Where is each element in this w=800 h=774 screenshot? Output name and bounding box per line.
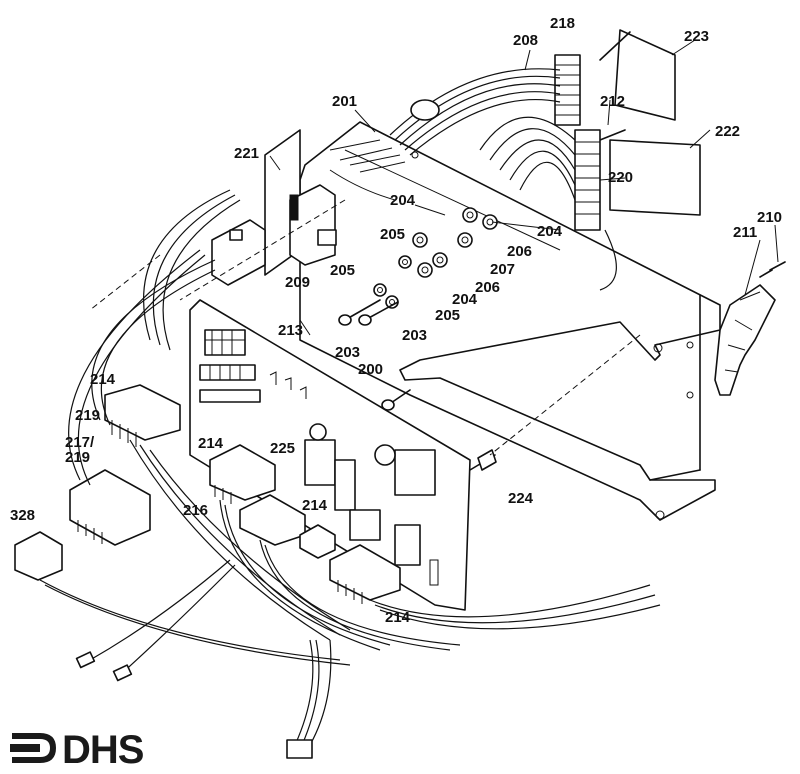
connector-214-small (299, 524, 336, 559)
label-203a: 203 (402, 327, 427, 344)
label-212: 212 (600, 93, 625, 110)
label-216: 216 (183, 502, 208, 519)
label-214b: 214 (198, 435, 224, 452)
screw-200 (381, 389, 411, 411)
label-200: 200 (358, 361, 383, 378)
label-221: 221 (234, 145, 259, 162)
label-204a: 204 (390, 192, 416, 209)
connector-214-lower (329, 544, 401, 604)
label-225: 225 (270, 440, 295, 457)
connector-328 (14, 531, 63, 581)
label-223: 223 (684, 28, 709, 45)
rear-panel-223 (599, 29, 676, 141)
connector-block-left (211, 219, 266, 286)
label-206b: 206 (475, 279, 500, 296)
label-204c: 204 (452, 291, 478, 308)
pcb-213 (189, 299, 471, 611)
label-220: 220 (608, 169, 633, 186)
label-211: 211 (733, 224, 757, 241)
screw-203b (358, 301, 399, 326)
label-205c: 205 (435, 307, 460, 324)
label-219a: 219 (75, 407, 100, 424)
side-bracket (714, 261, 786, 396)
label-213: 213 (278, 322, 303, 339)
spacer-224 (469, 449, 497, 471)
logo-arrow-icon (12, 733, 56, 763)
label-205a: 205 (380, 226, 405, 243)
label-210: 210 (757, 209, 782, 226)
upper-wire-loom (389, 68, 617, 291)
label-328: 328 (10, 507, 35, 524)
label-219b: 219 (65, 449, 90, 466)
label-205b: 205 (330, 262, 355, 279)
connector-219-217 (69, 469, 151, 546)
callout-leaders (269, 39, 779, 336)
label-214d: 214 (385, 609, 411, 626)
label-218: 218 (550, 15, 575, 32)
label-203b: 203 (335, 344, 360, 361)
label-217: 217/ (65, 434, 95, 451)
callout-labels: 201 218 208 223 212 222 221 220 204 210 … (10, 15, 782, 626)
label-208: 208 (513, 32, 538, 49)
label-214c: 214 (302, 497, 328, 514)
label-224: 224 (508, 490, 534, 507)
nut-group (373, 207, 498, 309)
switch-209 (289, 184, 337, 266)
label-204b: 204 (537, 223, 563, 240)
rear-panel-222 (609, 139, 701, 216)
lower-wire-loom (39, 189, 661, 759)
dhs-logo: DHS (0, 722, 160, 774)
label-201: 201 (332, 93, 357, 110)
label-209: 209 (285, 274, 310, 291)
connector-214-mid (209, 444, 276, 504)
screw-203a (338, 299, 381, 326)
label-222: 222 (715, 123, 740, 140)
connector-214-upper (104, 384, 181, 447)
label-207: 207 (490, 261, 515, 278)
leader-lines (89, 199, 641, 456)
terminal-strip-220 (574, 129, 601, 231)
label-206a: 206 (507, 243, 532, 260)
terminal-strip-218 (554, 54, 581, 126)
label-214a: 214 (90, 371, 116, 388)
logo-text: DHS (62, 728, 144, 772)
chassis-plate (299, 121, 721, 521)
